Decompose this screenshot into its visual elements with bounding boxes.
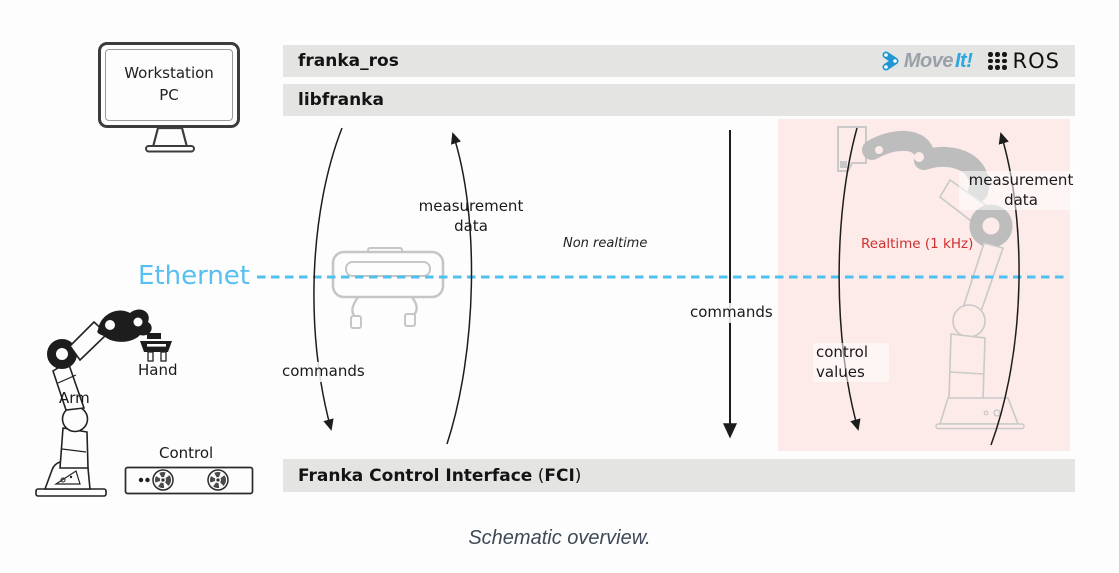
control-label: Control: [159, 444, 214, 462]
figure-caption: Schematic overview.: [468, 527, 651, 549]
realtime-region-background: [778, 119, 1070, 451]
franka-ros-layer-bar: franka_ros Move It! ROS: [283, 45, 1075, 77]
fci-layer-bar: Franka Control Interface (FCI): [283, 459, 1075, 492]
measurement-up-arrow-left: [446, 132, 473, 445]
control-values-label: control values: [813, 343, 889, 382]
franka-ros-label: franka_ros: [298, 51, 399, 71]
moveit-icon: [882, 51, 899, 71]
measurement-data-label-left: measurement data: [418, 197, 524, 235]
monitor-stand: [145, 126, 195, 153]
workstation-pc-icon: Workstation PC: [98, 42, 240, 128]
arm-label: Arm: [59, 389, 90, 407]
moveit-logo: Move It!: [881, 49, 973, 73]
workstation-label-line2: PC: [159, 86, 179, 104]
fci-label-abbr: FCI: [544, 465, 575, 486]
moveit-logo-it-text: It!: [955, 49, 973, 72]
fci-label-name: Franka Control Interface: [298, 465, 533, 486]
hand-label: Hand: [138, 361, 178, 379]
control-box-illustration: [124, 466, 254, 495]
robot-arm-illustration-black: [35, 309, 172, 497]
ros-logo: ROS: [988, 49, 1060, 73]
ethernet-label: Ethernet: [138, 261, 250, 291]
ros-logo-text: ROS: [1012, 49, 1060, 73]
commands-label-left: commands: [279, 362, 368, 382]
non-realtime-label: Non realtime: [563, 236, 648, 251]
control-unit-front-illustration: [331, 247, 445, 329]
logo-group: Move It! ROS: [881, 49, 1060, 73]
moveit-logo-move-text: Move: [903, 49, 954, 72]
libfranka-label: libfranka: [298, 90, 384, 110]
workstation-label-line1: Workstation: [124, 64, 214, 83]
commands-down-arrow-left: [313, 127, 343, 431]
commands-label-middle: commands: [687, 303, 776, 323]
libfranka-layer-bar: libfranka: [283, 84, 1075, 116]
fci-label-close-paren: ): [574, 465, 582, 486]
ros-dots-icon: [988, 51, 1007, 71]
fci-label-open-paren: (: [532, 465, 545, 486]
workstation-pc-screen: Workstation PC: [105, 49, 233, 121]
measurement-data-label-right: measurement data: [959, 171, 1083, 210]
realtime-1khz-label: Realtime (1 kHz): [861, 236, 974, 252]
